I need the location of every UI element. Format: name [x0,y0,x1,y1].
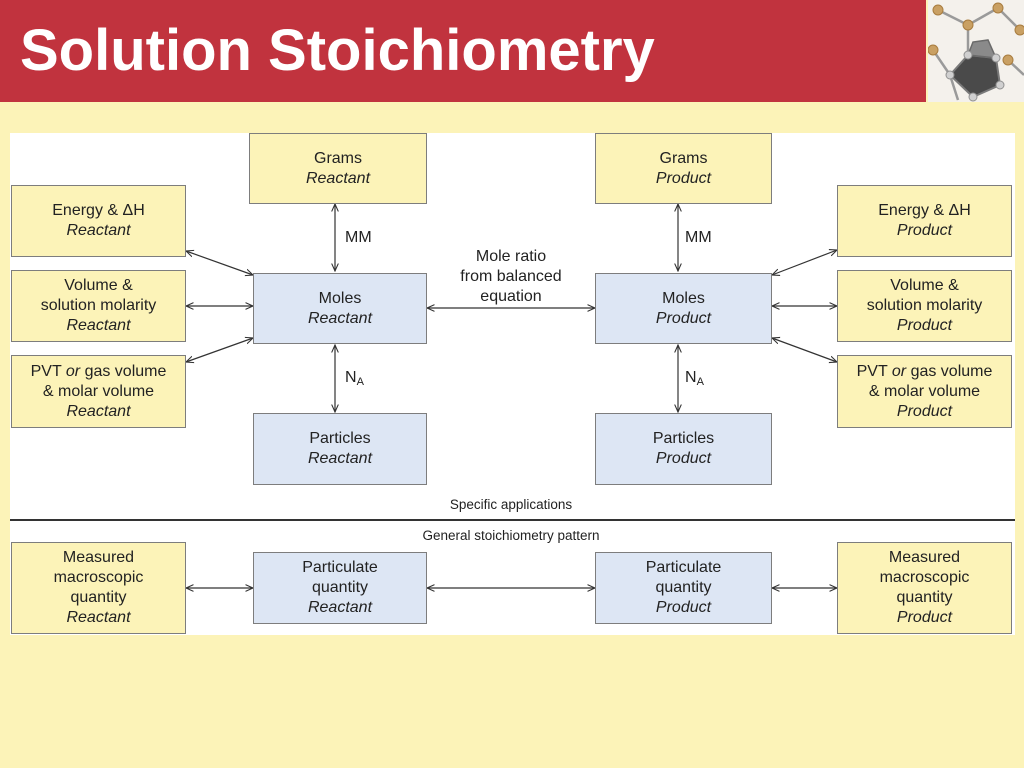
measured-reactant-role: Reactant [66,609,131,626]
moles-reactant-box: Moles Reactant [253,273,427,344]
measured-product-role: Product [896,609,953,626]
particulate-product-role: Product [655,599,712,616]
grams-product-label: Grams [659,149,708,167]
mole-ratio-line-1: Mole ratio [475,248,547,265]
energy-product-box: Energy & ΔH Product [837,185,1012,257]
particles-reactant-box: Particles Reactant [253,413,427,485]
pvt-reactant-box: PVT or gas volume & molar volume Reactan… [11,355,186,428]
pvt-product-arrow [772,338,837,362]
measured-product-line-1: Measured [888,549,961,566]
particles-product-box: Particles Product [595,413,772,485]
particulate-reactant-line-2: quantity [311,579,369,596]
energy-reactant-box: Energy & ΔH Reactant [11,185,186,257]
pvt-product-label-2: & molar volume [868,382,981,400]
energy-product-arrow [772,250,837,275]
mole-ratio-label: Mole ratio from balanced equation [441,247,581,307]
volume-product-label-1: Volume & [890,277,959,294]
moles-product-role: Product [655,309,712,327]
pvt-product-role: Product [896,402,953,420]
pvt-reactant-label-2: & molar volume [42,382,155,400]
volume-reactant-role: Reactant [66,317,131,334]
particles-product-role: Product [655,450,712,467]
grams-product-box: Grams Product [595,133,772,204]
particulate-reactant-role: Reactant [307,599,373,616]
moles-reactant-role: Reactant [307,309,373,327]
volume-reactant-label-2: solution molarity [40,297,157,314]
particles-reactant-label: Particles [309,430,371,447]
volume-reactant-box: Volume & solution molarity Reactant [11,270,186,342]
na-label-reactant-n: N [345,369,357,386]
volume-reactant-label-1: Volume & [64,277,133,294]
mm-label-reactant: MM [345,229,372,246]
na-label-reactant: NA [345,368,364,392]
molecule-illustration [928,0,1024,102]
energy-reactant-role: Reactant [66,222,131,239]
pvt-product-label-1: PVT or gas volume [857,362,993,382]
measured-reactant-box: Measured macroscopic quantity Reactant [11,542,186,634]
energy-reactant-arrow [186,251,253,275]
particulate-product-line-1: Particulate [645,559,722,576]
particulate-product-line-2: quantity [655,579,712,596]
particulate-product-box: Particulate quantity Product [595,552,772,624]
measured-product-box: Measured macroscopic quantity Product [837,542,1012,634]
pvt-reactant-pvt: PVT [30,362,62,380]
title-bar: Solution Stoichiometry [0,0,926,102]
volume-product-role: Product [896,317,953,334]
mm-label-product: MM [685,229,712,246]
volume-product-box: Volume & solution molarity Product [837,270,1012,342]
volume-product-label-2: solution molarity [866,297,983,314]
measured-reactant-line-3: quantity [70,589,127,606]
molecule-image [928,0,1024,102]
mole-ratio-line-2: from balanced [460,268,562,285]
connector-lines [10,133,1015,635]
grams-reactant-box: Grams Reactant [249,133,427,204]
measured-reactant-line-2: macroscopic [53,569,144,586]
particles-reactant-role: Reactant [307,450,373,467]
general-pattern-label: General stoichiometry pattern [422,528,600,543]
measured-reactant-line-1: Measured [62,549,135,566]
na-label-product: NA [685,368,704,392]
pvt-reactant-label-1: PVT or gas volume [31,362,167,382]
mole-ratio-line-3: equation [480,288,542,305]
pvt-reactant-gas: gas volume [84,362,167,380]
energy-product-role: Product [896,222,953,239]
particulate-reactant-line-1: Particulate [302,559,378,576]
na-label-reactant-sub: A [356,376,364,388]
moles-product-box: Moles Product [595,273,772,344]
measured-product-line-2: macroscopic [879,569,970,586]
energy-product-label: Energy & ΔH [878,202,971,219]
grams-product-role: Product [655,169,712,187]
pvt-product-pvt: PVT [856,362,888,380]
pvt-product-gas: gas volume [910,362,993,380]
slide-title: Solution Stoichiometry [20,18,655,83]
moles-reactant-label: Moles [318,289,362,307]
pvt-reactant-role: Reactant [66,402,131,420]
particles-product-label: Particles [652,430,715,447]
moles-product-label: Moles [662,289,705,307]
pvt-product-box: PVT or gas volume & molar volume Product [837,355,1012,428]
na-label-product-sub: A [696,376,704,388]
specific-applications-label: Specific applications [449,497,573,512]
grams-reactant-role: Reactant [305,169,371,187]
pvt-reactant-arrow [186,338,253,362]
pvt-product-or: or [891,362,907,380]
pvt-reactant-or: or [65,362,81,380]
measured-product-line-3: quantity [896,589,953,606]
stoichiometry-diagram: Grams Reactant Grams Product Energy & ΔH… [10,133,1015,635]
na-label-product-n: N [685,369,697,386]
energy-reactant-label: Energy & ΔH [52,202,145,219]
grams-reactant-label: Grams [314,149,362,167]
particulate-reactant-box: Particulate quantity Reactant [253,552,427,624]
